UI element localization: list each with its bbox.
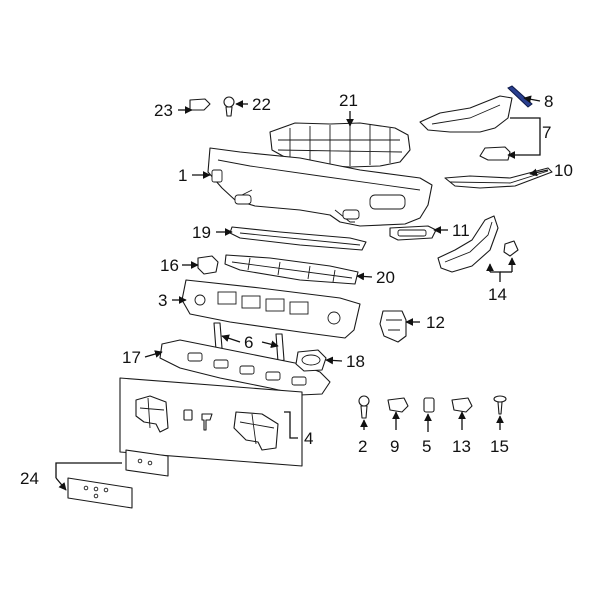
callout-3: 3: [158, 291, 167, 310]
callout-labels: 1 2 3 4 5 6 7 8 9 10 11 12 13 14 15 16 1…: [20, 91, 573, 488]
callout-5: 5: [422, 437, 431, 456]
callout-21: 21: [339, 91, 358, 110]
callout-22: 22: [252, 95, 271, 114]
clip-part-23[interactable]: [189, 98, 211, 111]
callout-12: 12: [426, 313, 445, 332]
callout-8: 8: [544, 92, 553, 111]
callout-19: 19: [192, 223, 211, 242]
reinforcement-beam-part[interactable]: [181, 279, 361, 339]
fog-lamp-bezel-part[interactable]: [389, 225, 437, 241]
callout-24: 24: [20, 469, 39, 488]
wheel-flare-part[interactable]: [437, 215, 499, 273]
tow-hook-bracket-right-part[interactable]: [233, 411, 279, 451]
callout-6: 6: [244, 333, 253, 352]
callout-14: 14: [488, 285, 507, 304]
group-4-box: [119, 377, 303, 467]
clip-nut-icon-13[interactable]: [451, 397, 473, 413]
bolt-icon-2[interactable]: [358, 395, 370, 419]
bezel-part-18[interactable]: [295, 349, 327, 372]
fender-flare-upper-part[interactable]: [419, 95, 513, 133]
bumper-cover-part[interactable]: [207, 147, 433, 227]
bolt-icon-22[interactable]: [223, 96, 235, 117]
license-plate-part[interactable]: [67, 477, 133, 509]
leader-lines: [55, 95, 549, 491]
air-deflector-part[interactable]: [444, 167, 553, 189]
bracket-part-12[interactable]: [379, 310, 407, 343]
bracket-part-16[interactable]: [197, 255, 219, 275]
callout-17: 17: [122, 348, 141, 367]
tow-hook-nut-part[interactable]: [183, 409, 213, 431]
callout-15: 15: [490, 437, 509, 456]
callout-2: 2: [358, 437, 367, 456]
callout-23: 23: [154, 101, 173, 120]
callout-11: 11: [452, 221, 470, 240]
callout-10: 10: [554, 161, 573, 180]
callout-13: 13: [452, 437, 471, 456]
callout-4: 4: [304, 429, 313, 448]
tow-hook-bracket-left-part[interactable]: [135, 395, 169, 433]
flare-clip-part[interactable]: [503, 240, 519, 257]
callout-16: 16: [160, 256, 179, 275]
clip-nut-icon-9[interactable]: [387, 397, 409, 413]
callout-1: 1: [178, 166, 187, 185]
retainer-highlight-part[interactable]: [507, 85, 533, 108]
impact-absorber-part[interactable]: [224, 254, 359, 285]
absorber-upper-part[interactable]: [229, 226, 367, 251]
push-pin-icon-5[interactable]: [423, 397, 435, 413]
callout-9: 9: [390, 437, 399, 456]
callout-7: 7: [542, 123, 551, 142]
callout-20: 20: [376, 268, 395, 287]
license-bracket-part[interactable]: [125, 449, 169, 477]
bracket-part-7[interactable]: [479, 146, 511, 161]
callout-18: 18: [346, 352, 365, 371]
push-rivet-icon-15[interactable]: [493, 395, 507, 415]
lower-valance-part[interactable]: [159, 339, 331, 396]
